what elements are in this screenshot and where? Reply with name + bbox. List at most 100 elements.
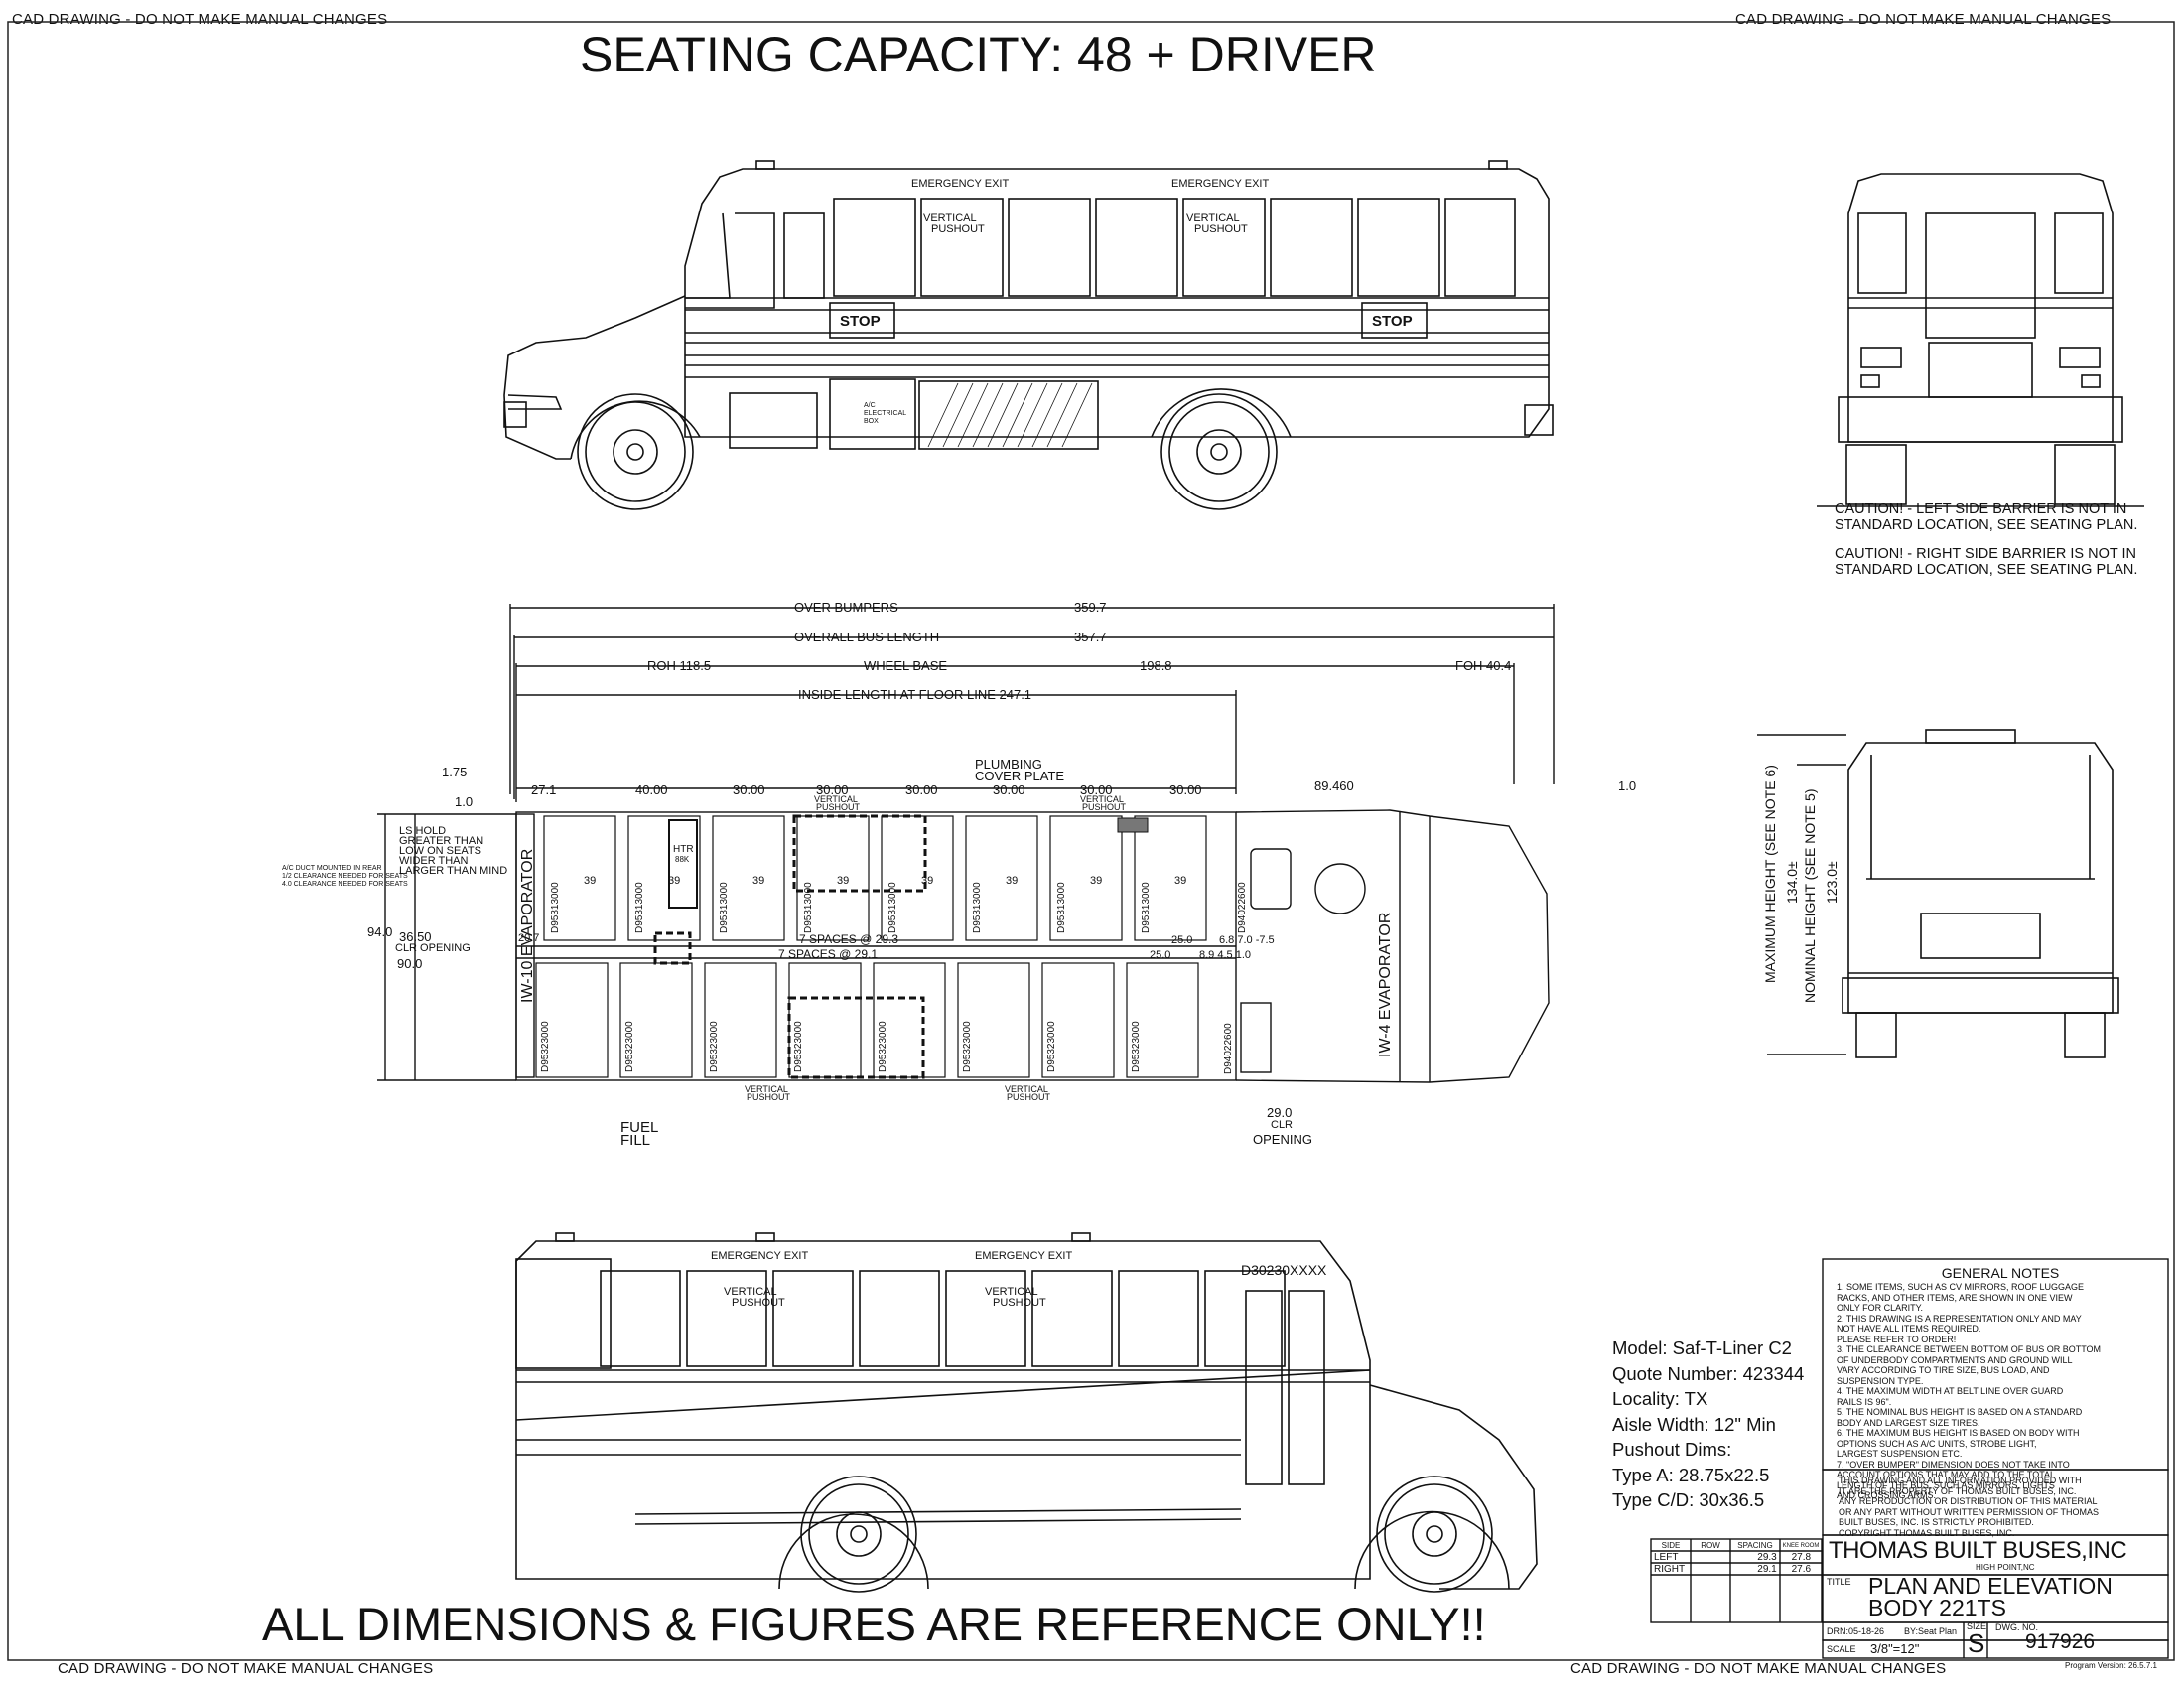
- bottom-body-code: D30230XXXX: [1241, 1262, 1327, 1278]
- seat-code-t4: D95313000: [803, 882, 814, 933]
- small-dims-top: 6.8 7.0 -7.5: [1219, 934, 1275, 946]
- evaporator-rear: IW-10 EVAPORATOR: [519, 849, 536, 1003]
- left-note-1: LS HOLD: [399, 825, 446, 837]
- spacing-row-left: LEFT 29.3 27.8: [1651, 1552, 1822, 1564]
- bus-info-block: Model: Saf-T-Liner C2 Quote Number: 4233…: [1612, 1336, 1804, 1513]
- val-overall-length: 357.7: [1074, 630, 1107, 644]
- locality: Locality: TX: [1612, 1388, 1708, 1409]
- spacing-cell: 29.1: [1757, 1564, 1777, 1575]
- general-note-line: 3. THE CLEARANCE BETWEEN BOTTOM OF BUS O…: [1837, 1344, 2102, 1354]
- top-stop-label-2: STOP: [1372, 313, 1413, 330]
- small-dims-bot: 8.9 4.5 1.0: [1199, 949, 1251, 961]
- dashed-heater: [653, 931, 692, 965]
- spacing-cell: RIGHT: [1654, 1564, 1686, 1575]
- spacing-table: SIDE ROW SPACING KNEE ROOM LEFT 29.3 27.…: [1651, 1540, 1822, 1576]
- general-note-line: OF UNDERBODY COMPARTMENTS AND GROUND WIL…: [1837, 1354, 2073, 1365]
- seat-top-1: [543, 815, 616, 941]
- plan-rotated-codes: D95313000 D95313000 D95313000 D95313000 …: [519, 849, 1394, 1074]
- scale-box: [1822, 1639, 2169, 1659]
- nominal-height-label: NOMINAL HEIGHT (SEE NOTE 5): [1802, 789, 1818, 1003]
- seat-value-t4: 39: [837, 875, 849, 887]
- bottom-pushout-2a: VERTICAL: [985, 1286, 1038, 1298]
- dim-30-00-4: 30.00: [993, 782, 1025, 797]
- ac-duct-note-1: A/C DUCT MOUNTED IN REAR: [282, 865, 382, 872]
- pushout-bot-2b: PUSHOUT: [1007, 1092, 1051, 1102]
- cad-banner-bottom-right: CAD DRAWING - DO NOT MAKE MANUAL CHANGES: [1570, 1660, 1947, 1677]
- top-front-wheel: [577, 393, 694, 510]
- dim-94-0: 94.0: [367, 924, 392, 939]
- cad-banner-top-left: CAD DRAWING - DO NOT MAKE MANUAL CHANGES: [12, 11, 388, 28]
- seat-bot-5: [873, 962, 946, 1078]
- top-emergency-exit-2: EMERGENCY EXIT: [1171, 178, 1269, 190]
- seat-code-t8: D95313000: [1141, 882, 1152, 933]
- pushout-type-cd: Type C/D: 30x36.5: [1612, 1489, 1765, 1510]
- spacing-table-header: SIDE ROW SPACING KNEE ROOM: [1651, 1540, 1822, 1552]
- seat-top-2: [627, 815, 701, 941]
- seat-value-t3: 39: [752, 875, 764, 887]
- general-note-line: ONLY FOR CLARITY.: [1837, 1303, 1924, 1313]
- left-note-4: WIDER THAN: [399, 855, 469, 867]
- dim-30-00-2: 30.00: [816, 782, 849, 797]
- bottom-pushout-1a: VERTICAL: [724, 1286, 777, 1298]
- plan-dashed-outlines: [653, 814, 927, 1079]
- seat-code-b7: D95323000: [1046, 1021, 1057, 1072]
- max-height-value: 134.0±: [1784, 861, 1800, 904]
- seat-value-t1: 39: [584, 875, 596, 887]
- seat-code-t3: D95313000: [719, 882, 730, 933]
- top-ac-electrical-box: [829, 378, 916, 450]
- left-note-3: LOW ON SEATS: [399, 845, 481, 857]
- front-view-dims: MAXIMUM HEIGHT (SEE NOTE 6) 134.0± NOMIN…: [1762, 765, 1840, 1003]
- spacing-cell: [1693, 1564, 1731, 1576]
- seat-bot-8: [1126, 962, 1199, 1078]
- seat-top-8: [1134, 815, 1207, 941]
- seat-top-7: [1049, 815, 1123, 941]
- seat-code-b5: D95323000: [878, 1021, 888, 1072]
- seat-code-t6: D95313000: [972, 882, 983, 933]
- bus-model: Model: Saf-T-Liner C2: [1612, 1337, 1792, 1358]
- top-pushout-2a: VERTICAL: [1186, 212, 1240, 224]
- bottom-pushout-2b: PUSHOUT: [993, 1297, 1046, 1309]
- plumbing-label-1: PLUMBING: [975, 757, 1042, 772]
- driver-code: D94022600: [1237, 882, 1248, 933]
- size-label: SIZE: [1967, 1621, 1987, 1631]
- property-line: THIS DRAWING AND ALL INFORMATION PROVIDE…: [1839, 1476, 2082, 1485]
- top-compartment-1: [729, 392, 818, 449]
- caution-right-2: STANDARD LOCATION, SEE SEATING PLAN.: [1835, 562, 2138, 578]
- property-line: IT ARE THE PROPERTY OF THOMAS BUILT BUSE…: [1839, 1485, 2077, 1496]
- program-version: Program Version: 26.5.7.1: [2065, 1661, 2157, 1670]
- spacing-header-row: ROW: [1701, 1541, 1720, 1550]
- caution-right: CAUTION! - RIGHT SIDE BARRIER IS NOT IN …: [1835, 546, 2137, 578]
- seat-code-t2: D95313000: [634, 882, 645, 933]
- htr-label-2: 88K: [675, 855, 690, 864]
- general-note-line: VARY ACCORDING TO TIRE SIZE, BUS LOAD, A…: [1837, 1365, 2050, 1375]
- seat-code-t1: D95313000: [550, 882, 561, 933]
- plumbing-cover-plate: [1117, 817, 1149, 833]
- dim-25-0a: 25.0: [1171, 934, 1192, 946]
- seat-code-t5: D95313000: [887, 882, 898, 933]
- seat-top-6: [965, 815, 1038, 941]
- property-line: OR ANY PART WITHOUT WRITTEN PERMISSION O…: [1839, 1506, 2100, 1517]
- seat-value-t7: 39: [1090, 875, 1102, 887]
- title-label: TITLE: [1827, 1577, 1851, 1587]
- general-note-line: LARGEST SUSPENSION ETC.: [1837, 1449, 1963, 1459]
- side-view-bottom: [515, 1232, 1538, 1593]
- general-notes: GENERAL NOTES 1. SOME ITEMS, SUCH AS CV …: [1837, 1264, 2164, 1501]
- evaporator-front: IW-4 EVAPORATOR: [1377, 913, 1394, 1057]
- lbl-wheel-base: WHEEL BASE: [864, 658, 947, 673]
- door-clr-label: CLR: [1271, 1119, 1293, 1131]
- top-bus-hood: [503, 295, 686, 460]
- nominal-height-value: 123.0±: [1824, 861, 1840, 904]
- bottom-rear-wheel: [800, 1476, 917, 1593]
- top-ac-label-1: A/C: [864, 402, 876, 409]
- fuel-fill-1: FUEL: [620, 1119, 658, 1136]
- seat-code-b1: D95323000: [540, 1021, 551, 1072]
- size-value: S: [1968, 1628, 1985, 1658]
- lbl-foh: FOH 40.4: [1455, 658, 1511, 673]
- general-note-line: PLEASE REFER TO ORDER!: [1837, 1334, 1957, 1344]
- top-stop-arm-1: [829, 302, 895, 339]
- dim-1-75: 1.75: [442, 765, 467, 779]
- htr-label-1: HTR: [673, 844, 694, 855]
- val-wheel-base: 198.8: [1140, 658, 1172, 673]
- bottom-emergency-exit-2: EMERGENCY EXIT: [975, 1250, 1072, 1262]
